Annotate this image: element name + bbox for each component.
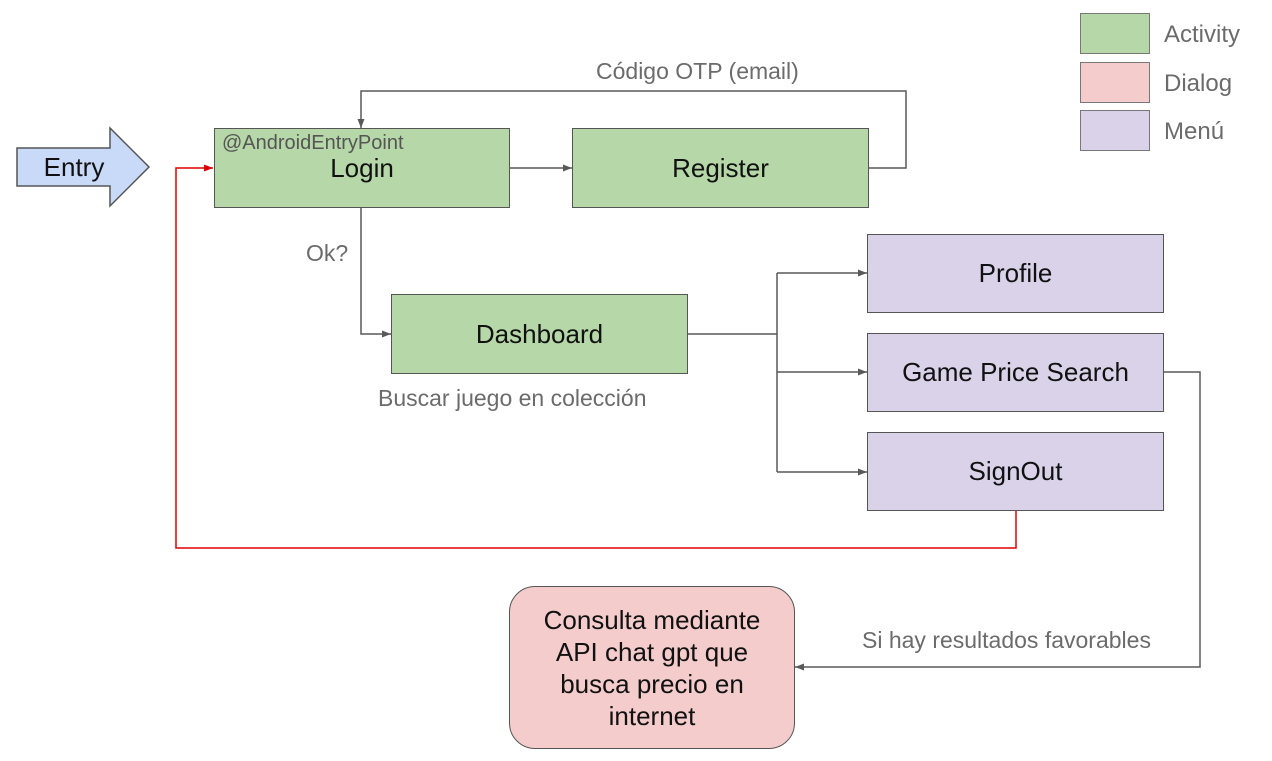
profile-node: Profile bbox=[867, 234, 1164, 313]
login-annotation: @AndroidEntryPoint bbox=[222, 132, 404, 154]
entry-label: Entry bbox=[43, 151, 105, 182]
consulta-label: Consulta mediante API chat gpt que busca… bbox=[543, 604, 761, 731]
legend-swatch-menu bbox=[1080, 110, 1150, 151]
login-label: Login bbox=[330, 152, 394, 183]
legend-label-menu: Menú bbox=[1164, 118, 1225, 145]
login-node: @AndroidEntryPoint Login bbox=[214, 128, 510, 208]
favorables-edge-label: Si hay resultados favorables bbox=[862, 627, 1151, 653]
signout-node: SignOut bbox=[867, 432, 1164, 511]
legend-swatch-dialog bbox=[1080, 62, 1150, 103]
legend-swatch-activity bbox=[1080, 13, 1150, 54]
buscar-edge-label: Buscar juego en colección bbox=[378, 385, 647, 411]
profile-label: Profile bbox=[978, 258, 1053, 288]
connector-dashboard-trunk bbox=[687, 273, 778, 472]
game-price-search-node: Game Price Search bbox=[867, 333, 1164, 412]
connector-signout-login bbox=[175, 164, 1017, 549]
dashboard-node: Dashboard bbox=[391, 294, 688, 374]
ok-edge-label: Ok? bbox=[306, 240, 349, 266]
game-price-search-label: Game Price Search bbox=[902, 357, 1129, 387]
legend-label-activity: Activity bbox=[1164, 21, 1241, 48]
register-label: Register bbox=[672, 152, 769, 183]
signout-label: SignOut bbox=[968, 456, 1063, 486]
legend-label-dialog: Dialog bbox=[1164, 70, 1233, 97]
entry-arrow-shape bbox=[16, 126, 151, 208]
connector-register-login-otp bbox=[357, 90, 907, 169]
connector-login-dashboard bbox=[360, 208, 391, 338]
connector-gps-consulta bbox=[795, 371, 1201, 671]
consulta-dialog-node: Consulta mediante API chat gpt que busca… bbox=[509, 586, 795, 749]
otp-edge-label: Código OTP (email) bbox=[596, 58, 799, 84]
register-node: Register bbox=[572, 128, 869, 208]
dashboard-label: Dashboard bbox=[475, 318, 604, 349]
